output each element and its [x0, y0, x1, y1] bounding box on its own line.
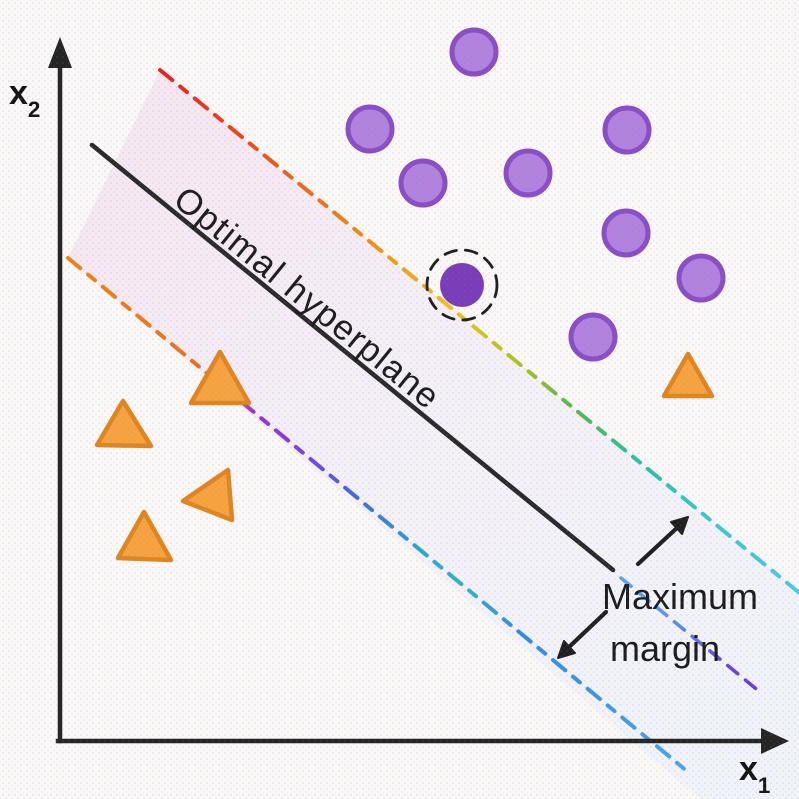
y-axis-label-subscript: 2 — [27, 96, 41, 122]
margin-arrow-lower-shaft — [564, 609, 609, 652]
support-vector-dashed-ring — [425, 248, 499, 322]
positive-class-point — [449, 27, 499, 77]
margin-arrows — [557, 516, 689, 659]
margin-arrow-lower-head — [557, 640, 576, 659]
positive-class-point — [676, 253, 726, 303]
positive-class-point — [568, 312, 618, 362]
maximum-margin-label-line1: Maximum — [602, 576, 759, 617]
x-axis-label-subscript: 1 — [757, 772, 771, 798]
axes — [48, 37, 789, 754]
x-axis-label-base: x — [739, 750, 758, 788]
margin-arrow-upper-head — [670, 516, 689, 535]
margin-tint-band-shape — [68, 70, 799, 799]
positive-class-point — [601, 208, 651, 258]
y-axis-label: x2 — [9, 74, 40, 122]
positive-class-point — [398, 158, 448, 208]
y-axis-arrowhead — [48, 37, 72, 68]
positive-class-point — [503, 148, 553, 198]
negative-class-point — [661, 351, 715, 399]
x-axis-label: x1 — [739, 750, 770, 798]
optimal-hyperplane-line — [89, 142, 616, 573]
margin-tint-band — [68, 70, 799, 799]
maximum-margin-label-line2: margin — [610, 628, 721, 669]
positive-class-point — [602, 105, 652, 155]
y-axis-label-base: x — [9, 74, 28, 112]
negative-class-point — [115, 509, 174, 563]
x-axis-arrowhead — [761, 728, 789, 754]
negative-class-point — [94, 398, 154, 449]
upper-margin-dashed-line — [158, 68, 799, 596]
negative-class-point — [188, 349, 252, 406]
negative-class-point — [180, 467, 235, 523]
margin-arrow-upper-shaft — [635, 524, 681, 567]
positive-class-point — [345, 104, 395, 154]
data-points — [94, 27, 726, 563]
margin-dashed-lines — [66, 68, 799, 774]
hyperplane-lines — [89, 142, 762, 694]
support-vector-point — [440, 263, 484, 307]
lower-margin-dashed-line — [66, 256, 690, 774]
hyperplane-dashed-tail — [619, 576, 762, 694]
